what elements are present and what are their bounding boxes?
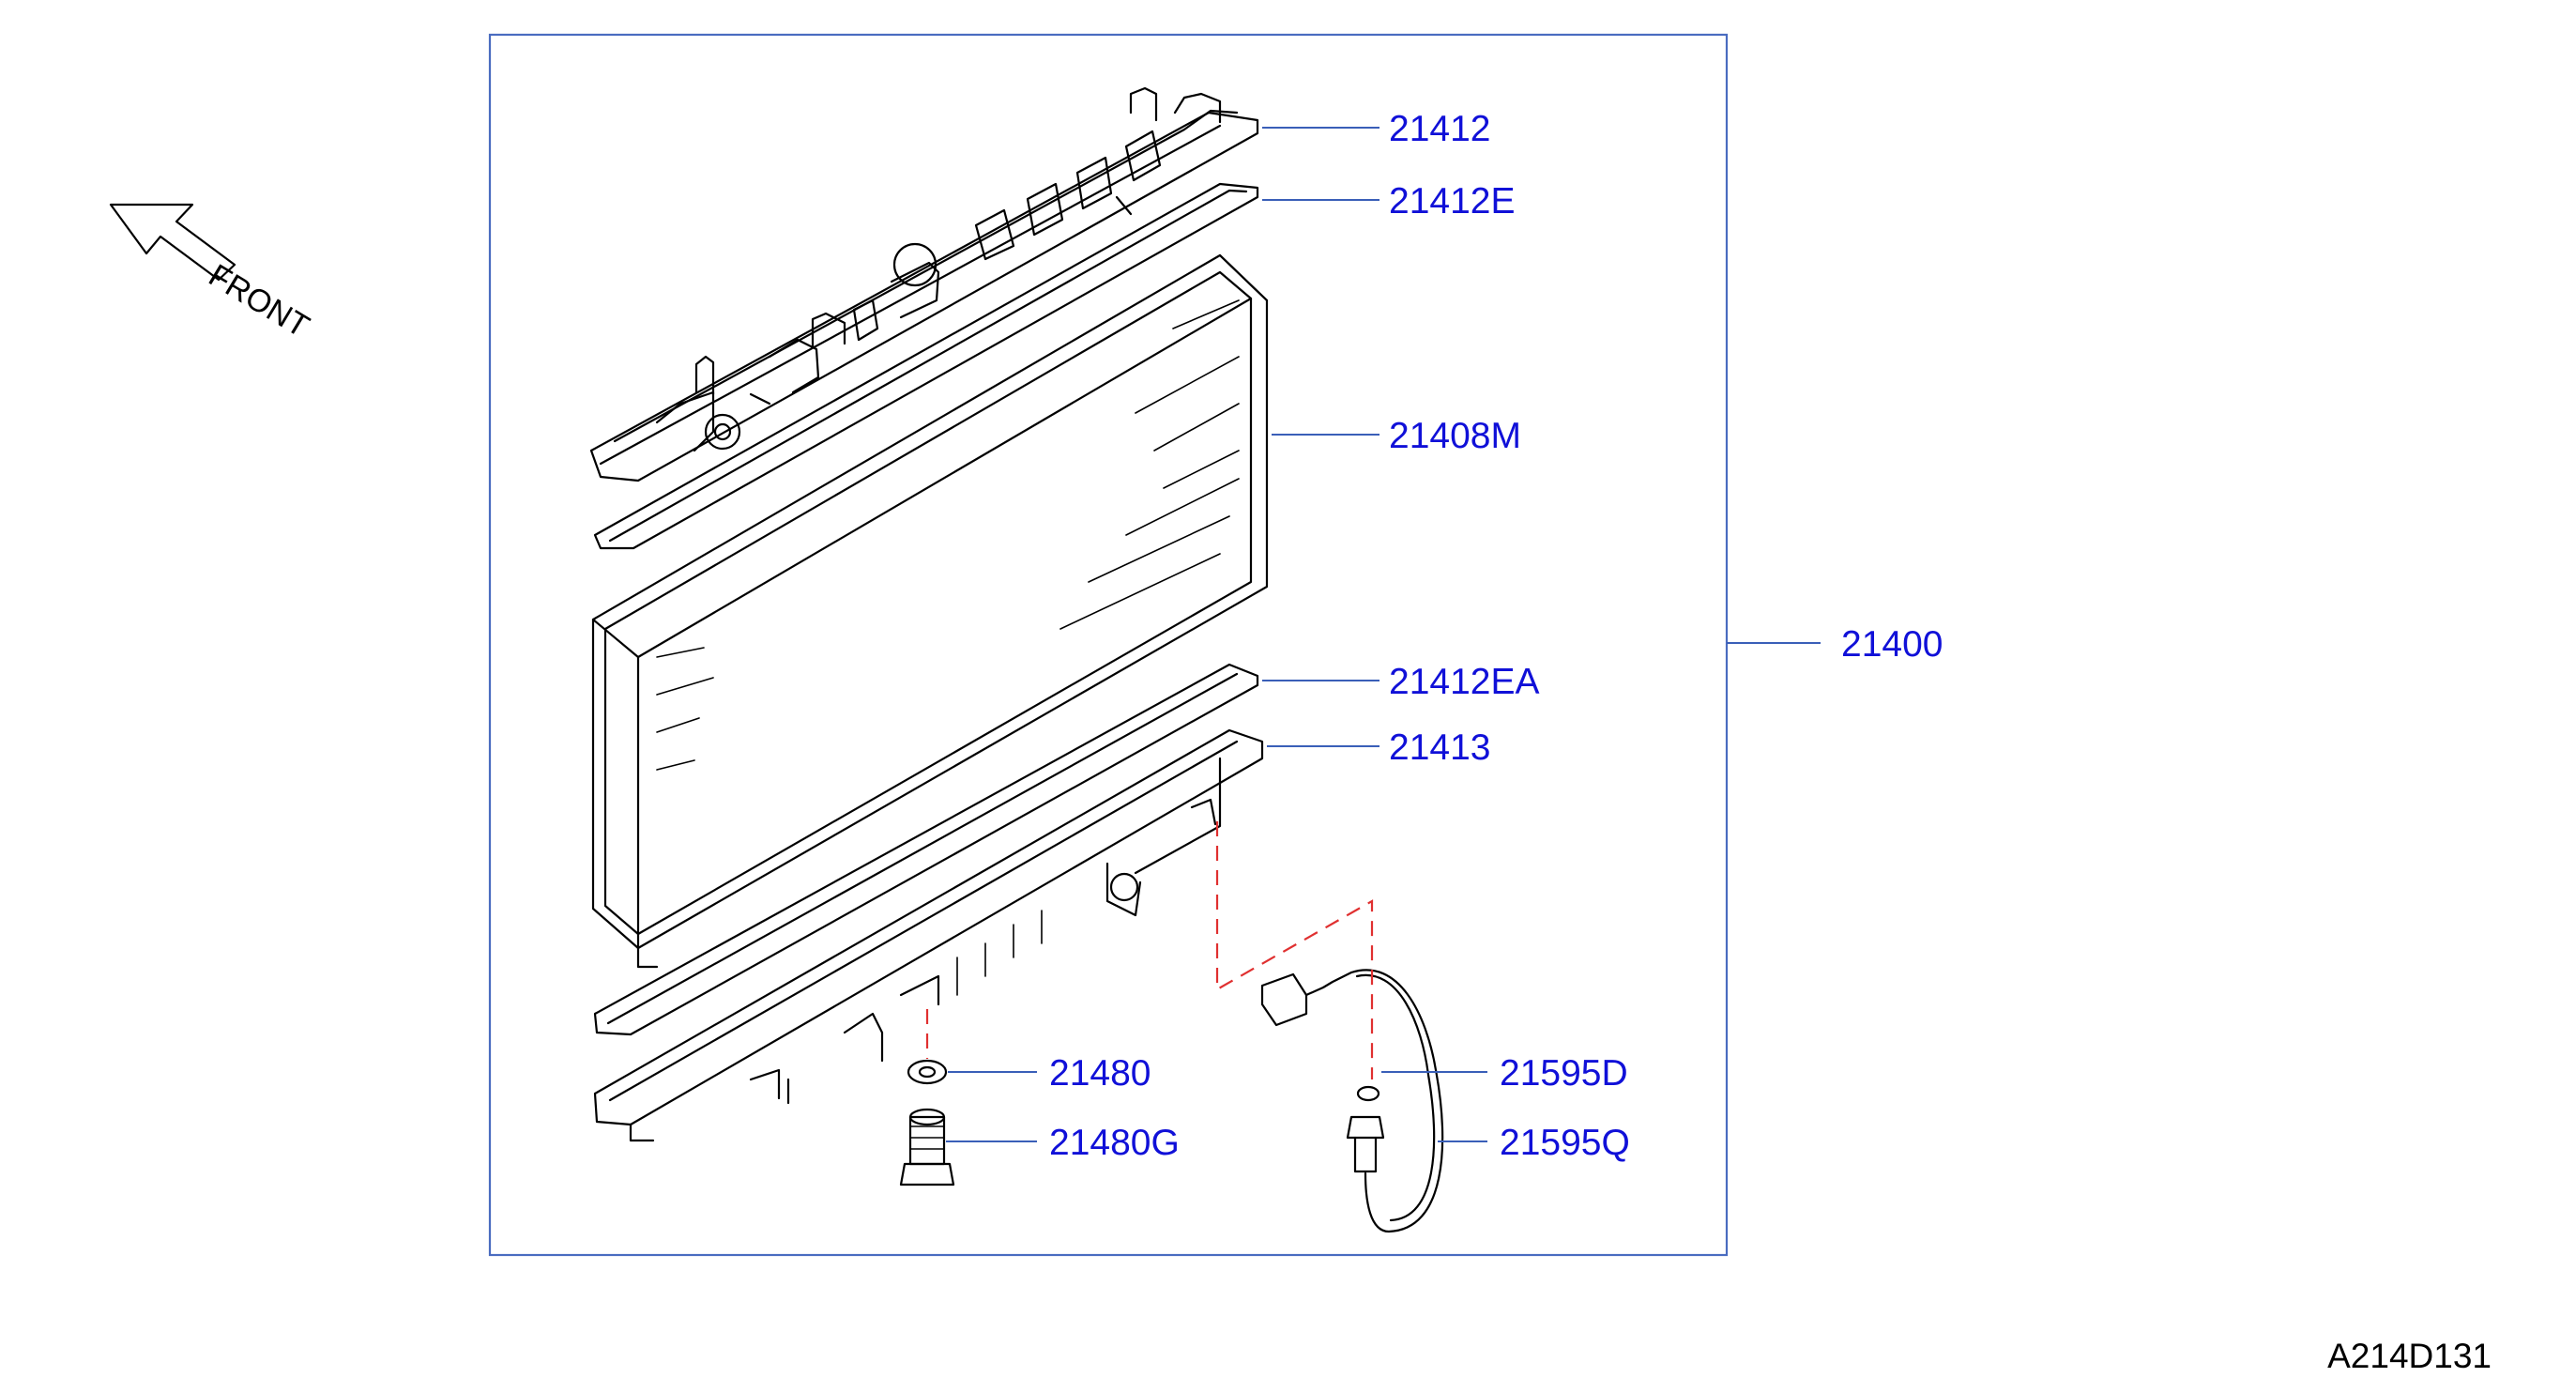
callout-temp-sensor: 21595Q xyxy=(1500,1123,1630,1163)
callout-upper-tank: 21412 xyxy=(1389,109,1490,149)
assembly-frame xyxy=(488,33,1729,1257)
leader-lines xyxy=(946,127,1821,1142)
drain-washer-drawing xyxy=(907,1059,948,1085)
callout-sensor-seal: 21595D xyxy=(1500,1053,1628,1094)
upper-tank-drawing xyxy=(589,86,1259,482)
drawing-number: A214D131 xyxy=(2327,1337,2492,1375)
sensor-seal-drawing xyxy=(1356,1085,1380,1102)
callout-drain-plug: 21480G xyxy=(1049,1123,1180,1163)
callout-upper-seal: 21412E xyxy=(1389,181,1515,222)
front-label: FRONT xyxy=(203,257,315,344)
radiator-core-drawing xyxy=(591,253,1269,969)
front-arrow-icon: FRONT xyxy=(109,203,315,344)
callout-drain-washer: 21480 xyxy=(1049,1053,1151,1094)
callout-lower-tank: 21413 xyxy=(1389,727,1490,768)
drain-plug-drawing xyxy=(899,1108,955,1186)
callout-radiator-core: 21408M xyxy=(1389,416,1521,456)
dashed-guide-sensor xyxy=(1215,821,1374,1079)
lower-tank-drawing xyxy=(593,728,1264,1142)
temp-sensor-drawing xyxy=(1260,969,1444,1233)
callout-lower-seal: 21412EA xyxy=(1389,662,1539,702)
callout-assembly: 21400 xyxy=(1841,624,1943,665)
lower-seal-drawing xyxy=(593,663,1259,1036)
upper-seal-drawing xyxy=(593,182,1259,550)
